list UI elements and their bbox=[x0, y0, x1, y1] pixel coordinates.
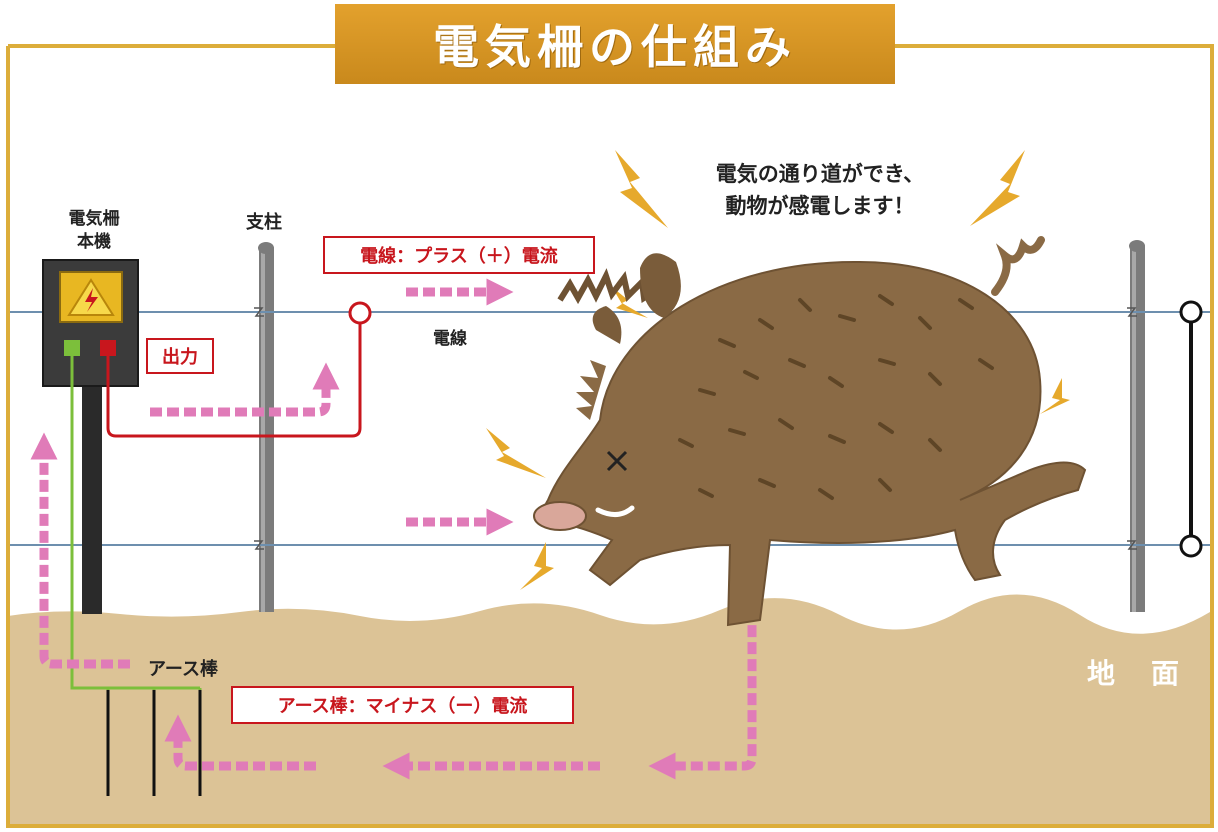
arrow-through-boar bbox=[648, 517, 757, 780]
lightning-bolts bbox=[486, 150, 1070, 590]
end-terminal-top bbox=[1179, 300, 1203, 324]
shock-message-line2: 動物が感電します！ bbox=[725, 194, 915, 218]
controller-label-line2: 本機 bbox=[77, 232, 111, 252]
controller-unit bbox=[42, 259, 139, 387]
title-banner: 電気柵の仕組み bbox=[335, 4, 895, 84]
lightning-bolt-icon bbox=[486, 428, 546, 478]
shock-message-line1: 電気の通り道ができ、 bbox=[715, 162, 925, 186]
arrow-earth-return bbox=[30, 432, 130, 669]
lightning-bolt-icon bbox=[612, 287, 648, 318]
arrow-output-path bbox=[150, 362, 340, 417]
shock-message: 電気の通り道ができ、 動物が感電します！ bbox=[690, 158, 950, 222]
output-terminal bbox=[100, 340, 116, 356]
earth-terminal bbox=[64, 340, 80, 356]
lightning-bolt-icon bbox=[615, 150, 668, 228]
ground-area bbox=[8, 594, 1210, 826]
controller-label-line1: 電気柵 bbox=[68, 209, 120, 229]
lightning-bolt-icon bbox=[520, 542, 554, 590]
current-flow-arrows bbox=[30, 278, 757, 780]
lightning-bolt-icon bbox=[1040, 378, 1070, 414]
fence-post-1 bbox=[258, 242, 274, 612]
frame-border bbox=[6, 44, 1214, 828]
earth-rods bbox=[106, 690, 202, 796]
end-terminal-bottom bbox=[1179, 534, 1203, 558]
wire-label: 電線 bbox=[433, 329, 467, 349]
output-label: 出力 bbox=[146, 338, 214, 374]
earth-current-label: アース棒：マイナス（ー）電流 bbox=[231, 686, 574, 724]
fence-post-2 bbox=[1129, 240, 1145, 612]
lightning-bolt-icon bbox=[970, 150, 1025, 226]
controller-label: 電気柵 本機 bbox=[46, 208, 142, 254]
earth-rod-label: アース棒 bbox=[148, 659, 219, 680]
wire-current-label: 電線：プラス（＋）電流 bbox=[323, 236, 595, 274]
arrow-ground-left bbox=[164, 714, 316, 771]
page-title: 電気柵の仕組み bbox=[433, 20, 797, 74]
wire-junction bbox=[348, 301, 372, 325]
high-voltage-warning-icon bbox=[67, 278, 115, 316]
post-label: 支柱 bbox=[246, 212, 282, 233]
controller-pole bbox=[82, 382, 102, 614]
wild-boar-illustration bbox=[533, 236, 1087, 627]
ground-label: 地 面 bbox=[1087, 657, 1184, 690]
output-wire bbox=[106, 322, 362, 438]
